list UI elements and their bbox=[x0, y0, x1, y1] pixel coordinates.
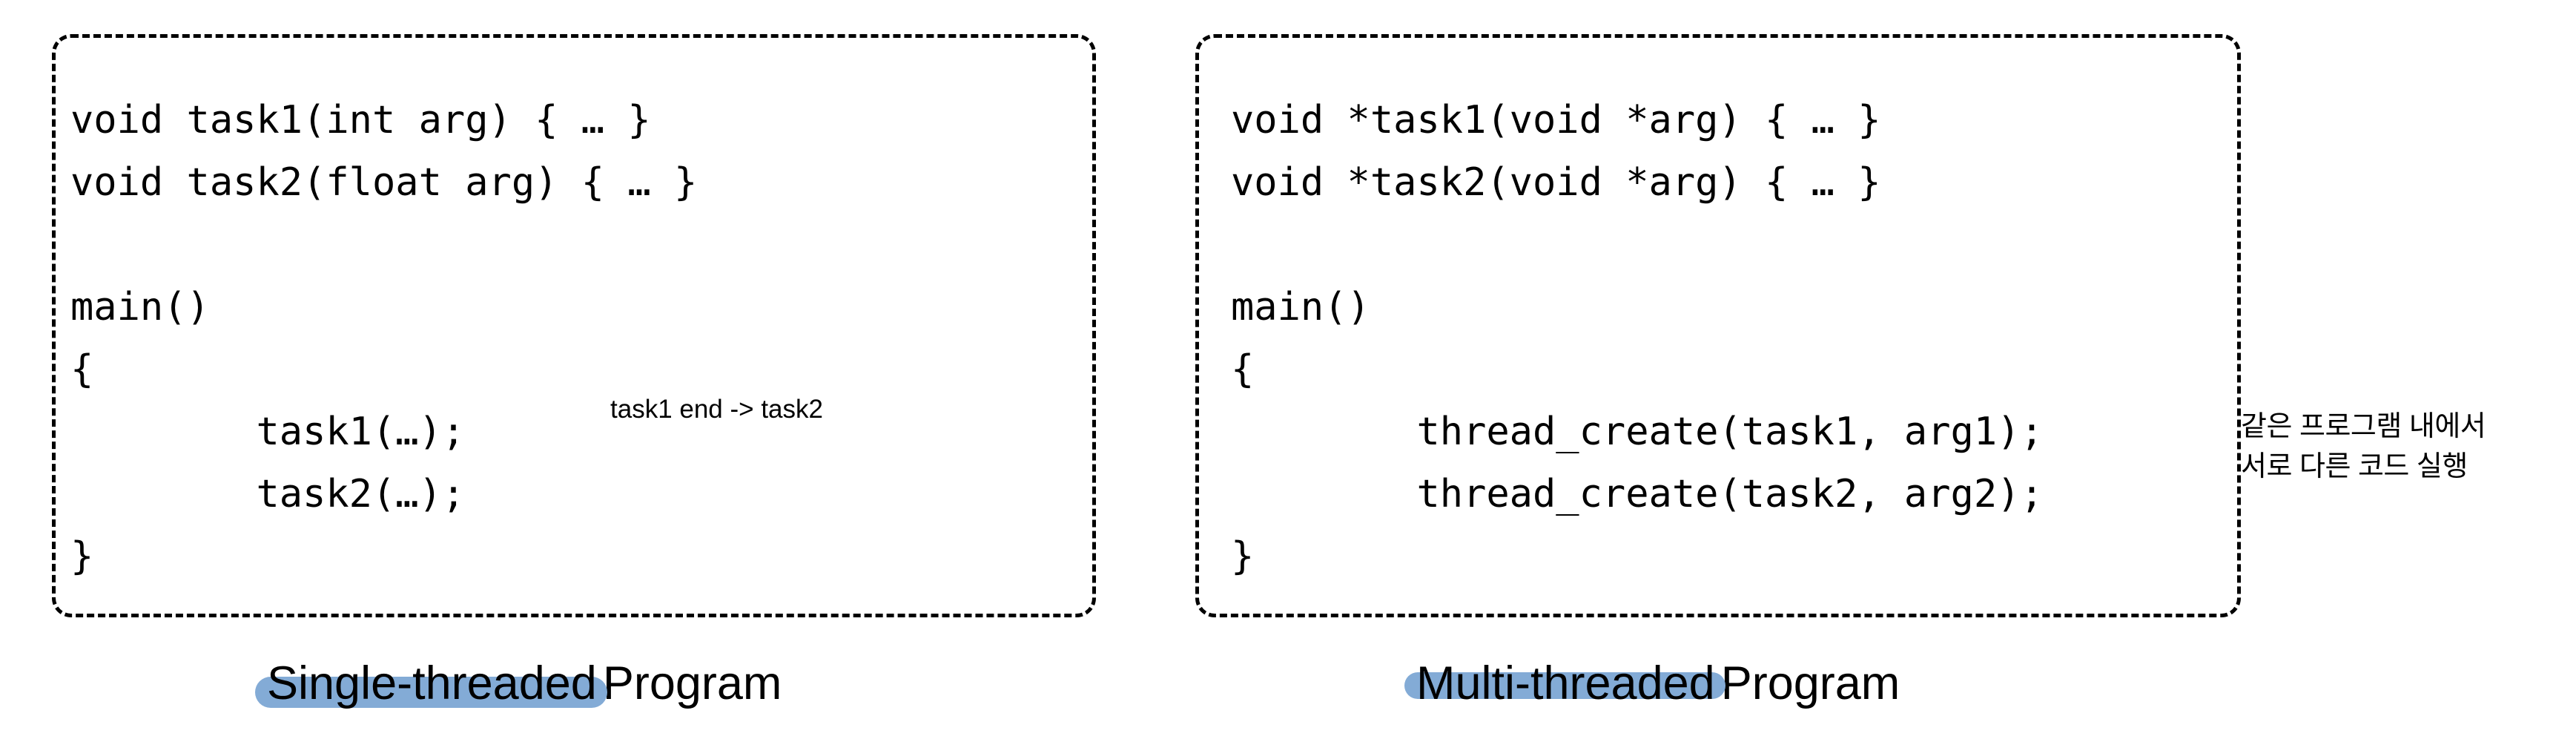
single-threaded-code-panel bbox=[52, 34, 1096, 617]
multi-threaded-annotation: 같은 프로그램 내에서 서로 다른 코드 실행 bbox=[2241, 411, 2486, 482]
single-threaded-caption-highlight: Single-threaded bbox=[255, 657, 607, 709]
multi-threaded-code-panel bbox=[1195, 34, 2241, 617]
multi-threaded-caption-rest: Program bbox=[1720, 657, 1900, 709]
single-threaded-code-text: void task1(int arg) { … } void task2(flo… bbox=[70, 98, 698, 579]
multi-threaded-code-text: void *task1(void *arg) { … } void *task2… bbox=[1231, 98, 2044, 579]
multi-threaded-caption-highlight: Multi-threaded bbox=[1404, 657, 1725, 709]
single-threaded-caption-rest: Program bbox=[602, 657, 782, 709]
single-threaded-annotation: task1 end -> task2 bbox=[610, 395, 823, 424]
